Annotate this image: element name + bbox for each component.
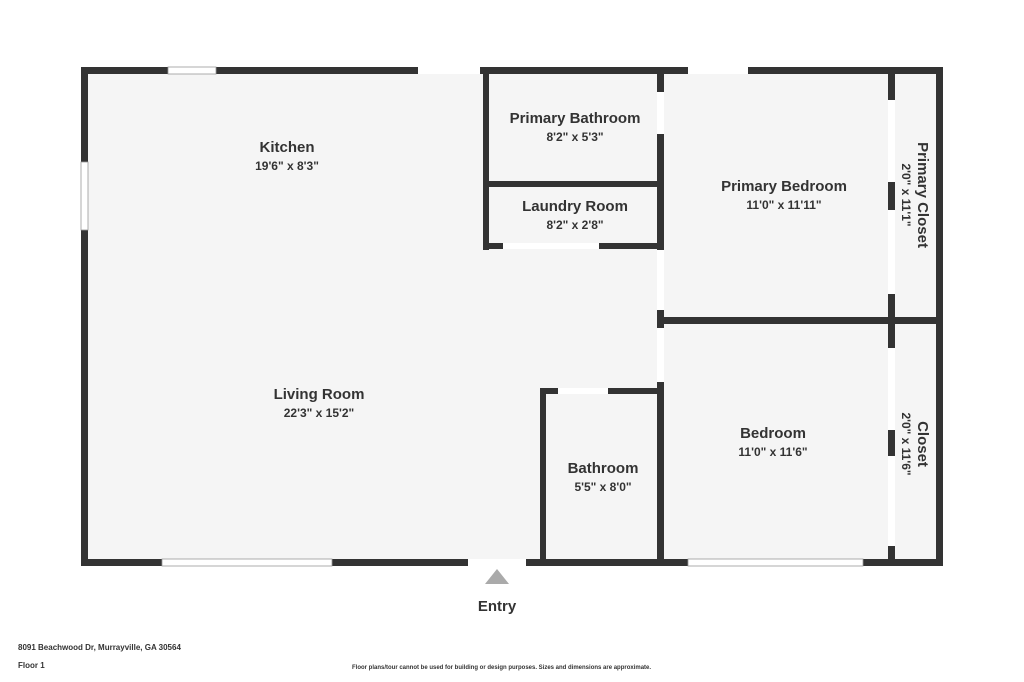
window-bottom-bedroom (687, 558, 864, 567)
room-name-laundry-room: Laundry Room (522, 198, 628, 215)
room-dims-bedroom: 11'0" x 11'6" (738, 445, 807, 459)
floor-area (84, 71, 940, 562)
room-dims-bathroom: 5'5" x 8'0" (574, 480, 631, 494)
room-dims-living-room: 22'3" x 15'2" (284, 406, 354, 420)
opening-primary-closet (888, 100, 895, 182)
opening-bath-right (657, 92, 664, 134)
room-dims-kitchen: 19'6" x 8'3" (255, 159, 319, 173)
room-name-living-room: Living Room (274, 386, 365, 403)
window-top-bedroom (688, 67, 748, 74)
window-top-kitchen (418, 67, 480, 74)
opening-laundry (503, 243, 599, 249)
room-dims-closet: 2'0" x 11'6" (899, 412, 913, 475)
window-left (80, 161, 89, 231)
opening-bathroom-top (558, 388, 608, 394)
opening-primary-closet-2 (888, 210, 895, 294)
room-name-bathroom: Bathroom (568, 460, 639, 477)
entry-arrow-icon (485, 569, 509, 584)
floor-label: Floor 1 (18, 661, 45, 670)
room-name-primary-bedroom: Primary Bedroom (721, 178, 847, 195)
window-bottom-living (161, 558, 333, 567)
room-dims-primary-bedroom: 11'0" x 11'11" (746, 198, 821, 212)
room-dims-laundry-room: 8'2" x 2'8" (546, 218, 603, 232)
window-top-left (167, 66, 217, 75)
entry-label: Entry (478, 598, 517, 615)
room-dims-primary-bathroom: 8'2" x 5'3" (546, 130, 603, 144)
opening-right-living (657, 250, 664, 310)
room-name-bedroom: Bedroom (740, 425, 806, 442)
room-name-kitchen: Kitchen (259, 139, 314, 156)
room-name-closet: Closet (914, 421, 931, 467)
opening-right-living-2 (657, 328, 664, 382)
room-name-primary-bathroom: Primary Bathroom (510, 110, 641, 127)
room-dims-primary-closet: 2'0" x 11'1" (899, 163, 913, 226)
disclaimer: Floor plans/tour cannot be used for buil… (352, 665, 652, 671)
address-label: 8091 Beachwood Dr, Murrayville, GA 30564 (18, 643, 181, 652)
opening-closet (888, 348, 895, 430)
windows (80, 66, 895, 567)
opening-closet-2 (888, 456, 895, 546)
room-name-primary-closet: Primary Closet (914, 142, 931, 248)
entry-opening (468, 559, 526, 566)
